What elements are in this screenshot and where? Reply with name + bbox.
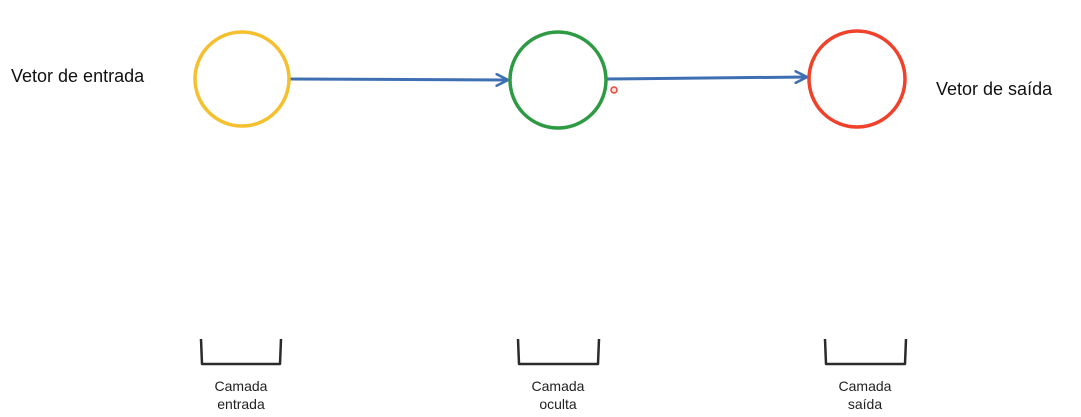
input-layer-node [193, 30, 291, 128]
input-layer-label-line1: Camada [214, 378, 268, 394]
hidden-layer-label-line2: oculta [539, 396, 577, 412]
cursor-marker-dot [610, 86, 618, 94]
output-layer-label: Camada saída [805, 377, 925, 413]
arrow-hidden-to-output [605, 77, 806, 79]
bracket-output-layer [823, 338, 908, 366]
bracket-hidden-layer [516, 338, 601, 366]
output-vector-label: Vetor de saída [936, 79, 1053, 99]
arrow-input-to-hidden [289, 79, 507, 80]
hidden-layer-label: Camada oculta [498, 377, 618, 413]
output-layer-label-line1: Camada [838, 378, 892, 394]
input-layer-label: Camada entrada [181, 377, 301, 413]
output-layer-node [807, 29, 907, 129]
hidden-layer-node [508, 30, 608, 130]
hidden-layer-label-line1: Camada [531, 378, 585, 394]
output-layer-label-line2: saída [847, 396, 883, 412]
input-vector-label: Vetor de entrada [11, 66, 145, 86]
bracket-input-layer [199, 338, 283, 366]
input-layer-label-line2: entrada [217, 396, 265, 412]
